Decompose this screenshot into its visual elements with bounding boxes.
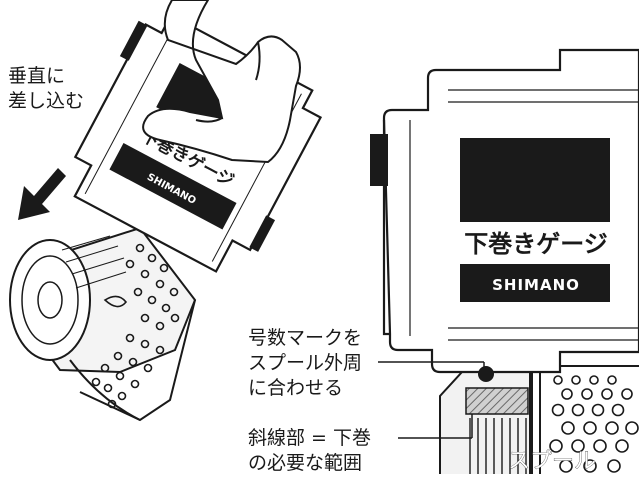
insert-illustration: 下巻きゲージ SHIMANO [9, 0, 323, 422]
spool-large [439, 365, 639, 474]
mark-label-line-1: 号数マークを [248, 327, 363, 349]
hatch-label: 斜線部 = 下巻 の必要な範囲 [248, 426, 371, 476]
mark-dot [478, 366, 494, 382]
hand-illustration [142, 0, 301, 164]
gauge-large-brand: SHIMANO [492, 276, 580, 294]
insert-label-line-2: 差し込む [8, 90, 85, 112]
hatch-label-line-1: 斜線部 = 下巻 [248, 427, 371, 449]
insert-arrow-icon [18, 168, 66, 220]
hatch-label-line-2: の必要な範囲 [248, 452, 363, 474]
mark-label: 号数マークを スプール外周 に合わせる [248, 326, 362, 401]
mark-label-line-3: に合わせる [248, 377, 344, 399]
insert-label: 垂直に 差し込む [8, 64, 84, 114]
mark-label-line-2: スプール外周 [248, 352, 363, 374]
insert-label-line-1: 垂直に [8, 65, 66, 87]
gauge-large-title: 下巻きゲージ [464, 230, 608, 258]
spool-label: スプール [508, 449, 596, 474]
gauge-card-large: 下巻きゲージ SHIMANO [370, 48, 639, 382]
spool-small [9, 226, 197, 422]
hatched-area [465, 387, 529, 415]
